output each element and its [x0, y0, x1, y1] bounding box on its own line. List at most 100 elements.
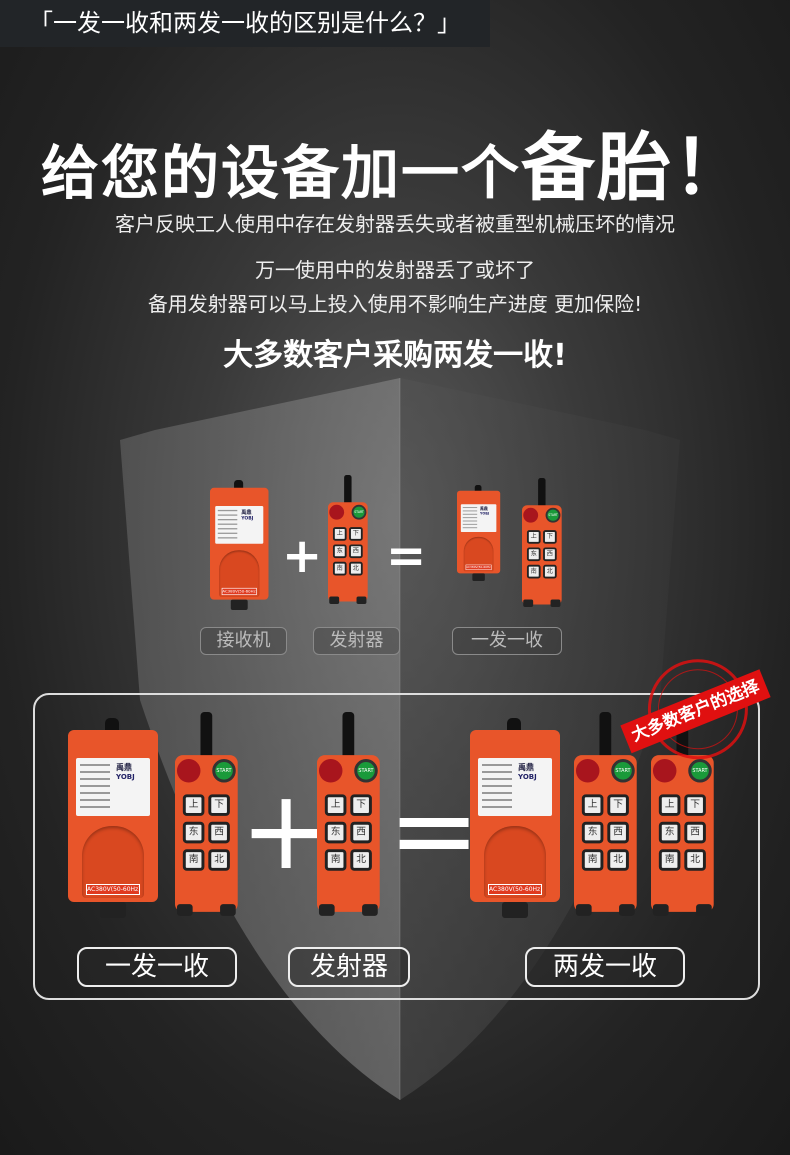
control-button: 西 — [350, 821, 372, 844]
antenna-icon — [344, 475, 352, 505]
spec-line — [217, 532, 238, 534]
spec-line — [80, 785, 110, 787]
spec-line — [80, 778, 110, 780]
spec-line — [462, 517, 478, 519]
spec-line — [462, 520, 478, 522]
control-button: 下 — [349, 527, 363, 541]
intro-line-1: 客户反映工人使用中存在发射器丢失或者被重型机械压坏的情况 — [115, 212, 675, 236]
headline-emphasis: 备胎 — [521, 125, 673, 211]
foot-icon — [696, 904, 712, 916]
brand-cn: 禹鼎 — [480, 506, 488, 511]
control-button: 北 — [543, 564, 557, 579]
headline: 给您的设备加一个备胎！ — [0, 108, 790, 215]
voltage-label: AC380V(50-60Hz) — [221, 587, 257, 596]
foot-icon — [550, 599, 561, 607]
label-two-to-one-large: 两发一收 — [525, 947, 685, 987]
foot-icon — [362, 904, 378, 916]
control-button: 东 — [658, 821, 681, 844]
spec-line — [482, 785, 512, 787]
antenna-icon — [676, 712, 689, 760]
control-button: 下 — [684, 794, 706, 816]
antenna-icon — [342, 712, 355, 760]
emergency-stop-icon — [652, 759, 677, 783]
intro-line-3: 备用发射器可以马上投入使用不影响生产进度 更加保险! — [147, 292, 643, 316]
start-button: START — [688, 759, 712, 783]
foot-icon — [619, 904, 635, 916]
voltage-label: AC380V(50-60Hz) — [488, 884, 542, 895]
foot-icon — [329, 596, 340, 604]
brand-cn: 禹鼎 — [116, 763, 132, 772]
voltage-label: AC380V(50-60Hz) — [86, 884, 140, 895]
spec-line — [482, 799, 512, 801]
control-button: 南 — [526, 564, 541, 579]
label-transmitter: 发射器 — [313, 627, 400, 655]
transmitter-device: START 上下东西南北 — [328, 475, 368, 605]
control-button: 上 — [658, 794, 681, 816]
spec-line — [80, 771, 110, 773]
control-button: 北 — [607, 849, 629, 871]
foot-icon — [176, 904, 193, 916]
control-button: 东 — [182, 821, 205, 844]
question-banner: 「一发一收和两发一收的区别是什么？」 — [0, 0, 490, 47]
brand-en: YOBJ — [518, 773, 537, 781]
control-button: 南 — [324, 849, 347, 871]
spec-line — [217, 519, 238, 521]
intro-line-2: 万一使用中的发射器丢了或坏了 — [255, 258, 535, 282]
spec-line — [217, 509, 238, 512]
highlight-line: 大多数客户采购两发一收! — [223, 338, 567, 373]
control-button: 西 — [684, 821, 706, 844]
label-one-to-one-large: 一发一收 — [77, 947, 237, 987]
control-button: 南 — [581, 849, 604, 871]
label-receiver: 接收机 — [200, 627, 287, 655]
control-button: 下 — [543, 530, 557, 544]
spec-line — [482, 771, 512, 773]
foot-icon — [356, 596, 367, 604]
emergency-stop-icon — [318, 759, 343, 783]
start-button: START — [351, 504, 367, 520]
foot-icon — [652, 904, 669, 916]
cable-gland-icon — [502, 902, 528, 918]
cable-gland-icon — [472, 573, 485, 581]
control-button: 西 — [543, 547, 557, 562]
control-button: 上 — [182, 794, 205, 816]
antenna-icon — [538, 478, 546, 508]
control-button: 北 — [349, 561, 363, 576]
antenna-icon — [599, 712, 612, 760]
spec-line — [482, 806, 512, 808]
control-button: 南 — [332, 561, 347, 576]
start-button: START — [611, 759, 635, 783]
control-button: 北 — [350, 849, 372, 871]
spec-line — [217, 537, 238, 539]
control-button: 西 — [349, 544, 363, 559]
control-button: 上 — [324, 794, 347, 816]
emergency-stop-icon — [176, 759, 201, 783]
spec-line — [462, 523, 478, 525]
brand-en: YOBJ — [241, 515, 254, 521]
control-button: 东 — [324, 821, 347, 844]
control-button: 东 — [332, 544, 347, 559]
label-transmitter-large: 发射器 — [288, 947, 410, 987]
spec-line — [462, 510, 478, 512]
start-button: START — [545, 507, 561, 523]
spec-line — [217, 523, 238, 525]
emergency-stop-icon — [523, 507, 539, 523]
control-button: 上 — [332, 527, 347, 541]
control-button: 北 — [684, 849, 706, 871]
control-button: 南 — [182, 849, 205, 871]
spec-line — [217, 528, 238, 530]
control-button: 西 — [208, 821, 230, 844]
brand-cn: 禹鼎 — [518, 763, 534, 772]
control-button: 西 — [607, 821, 629, 844]
comparison-box — [33, 693, 760, 1000]
foot-icon — [220, 904, 236, 916]
